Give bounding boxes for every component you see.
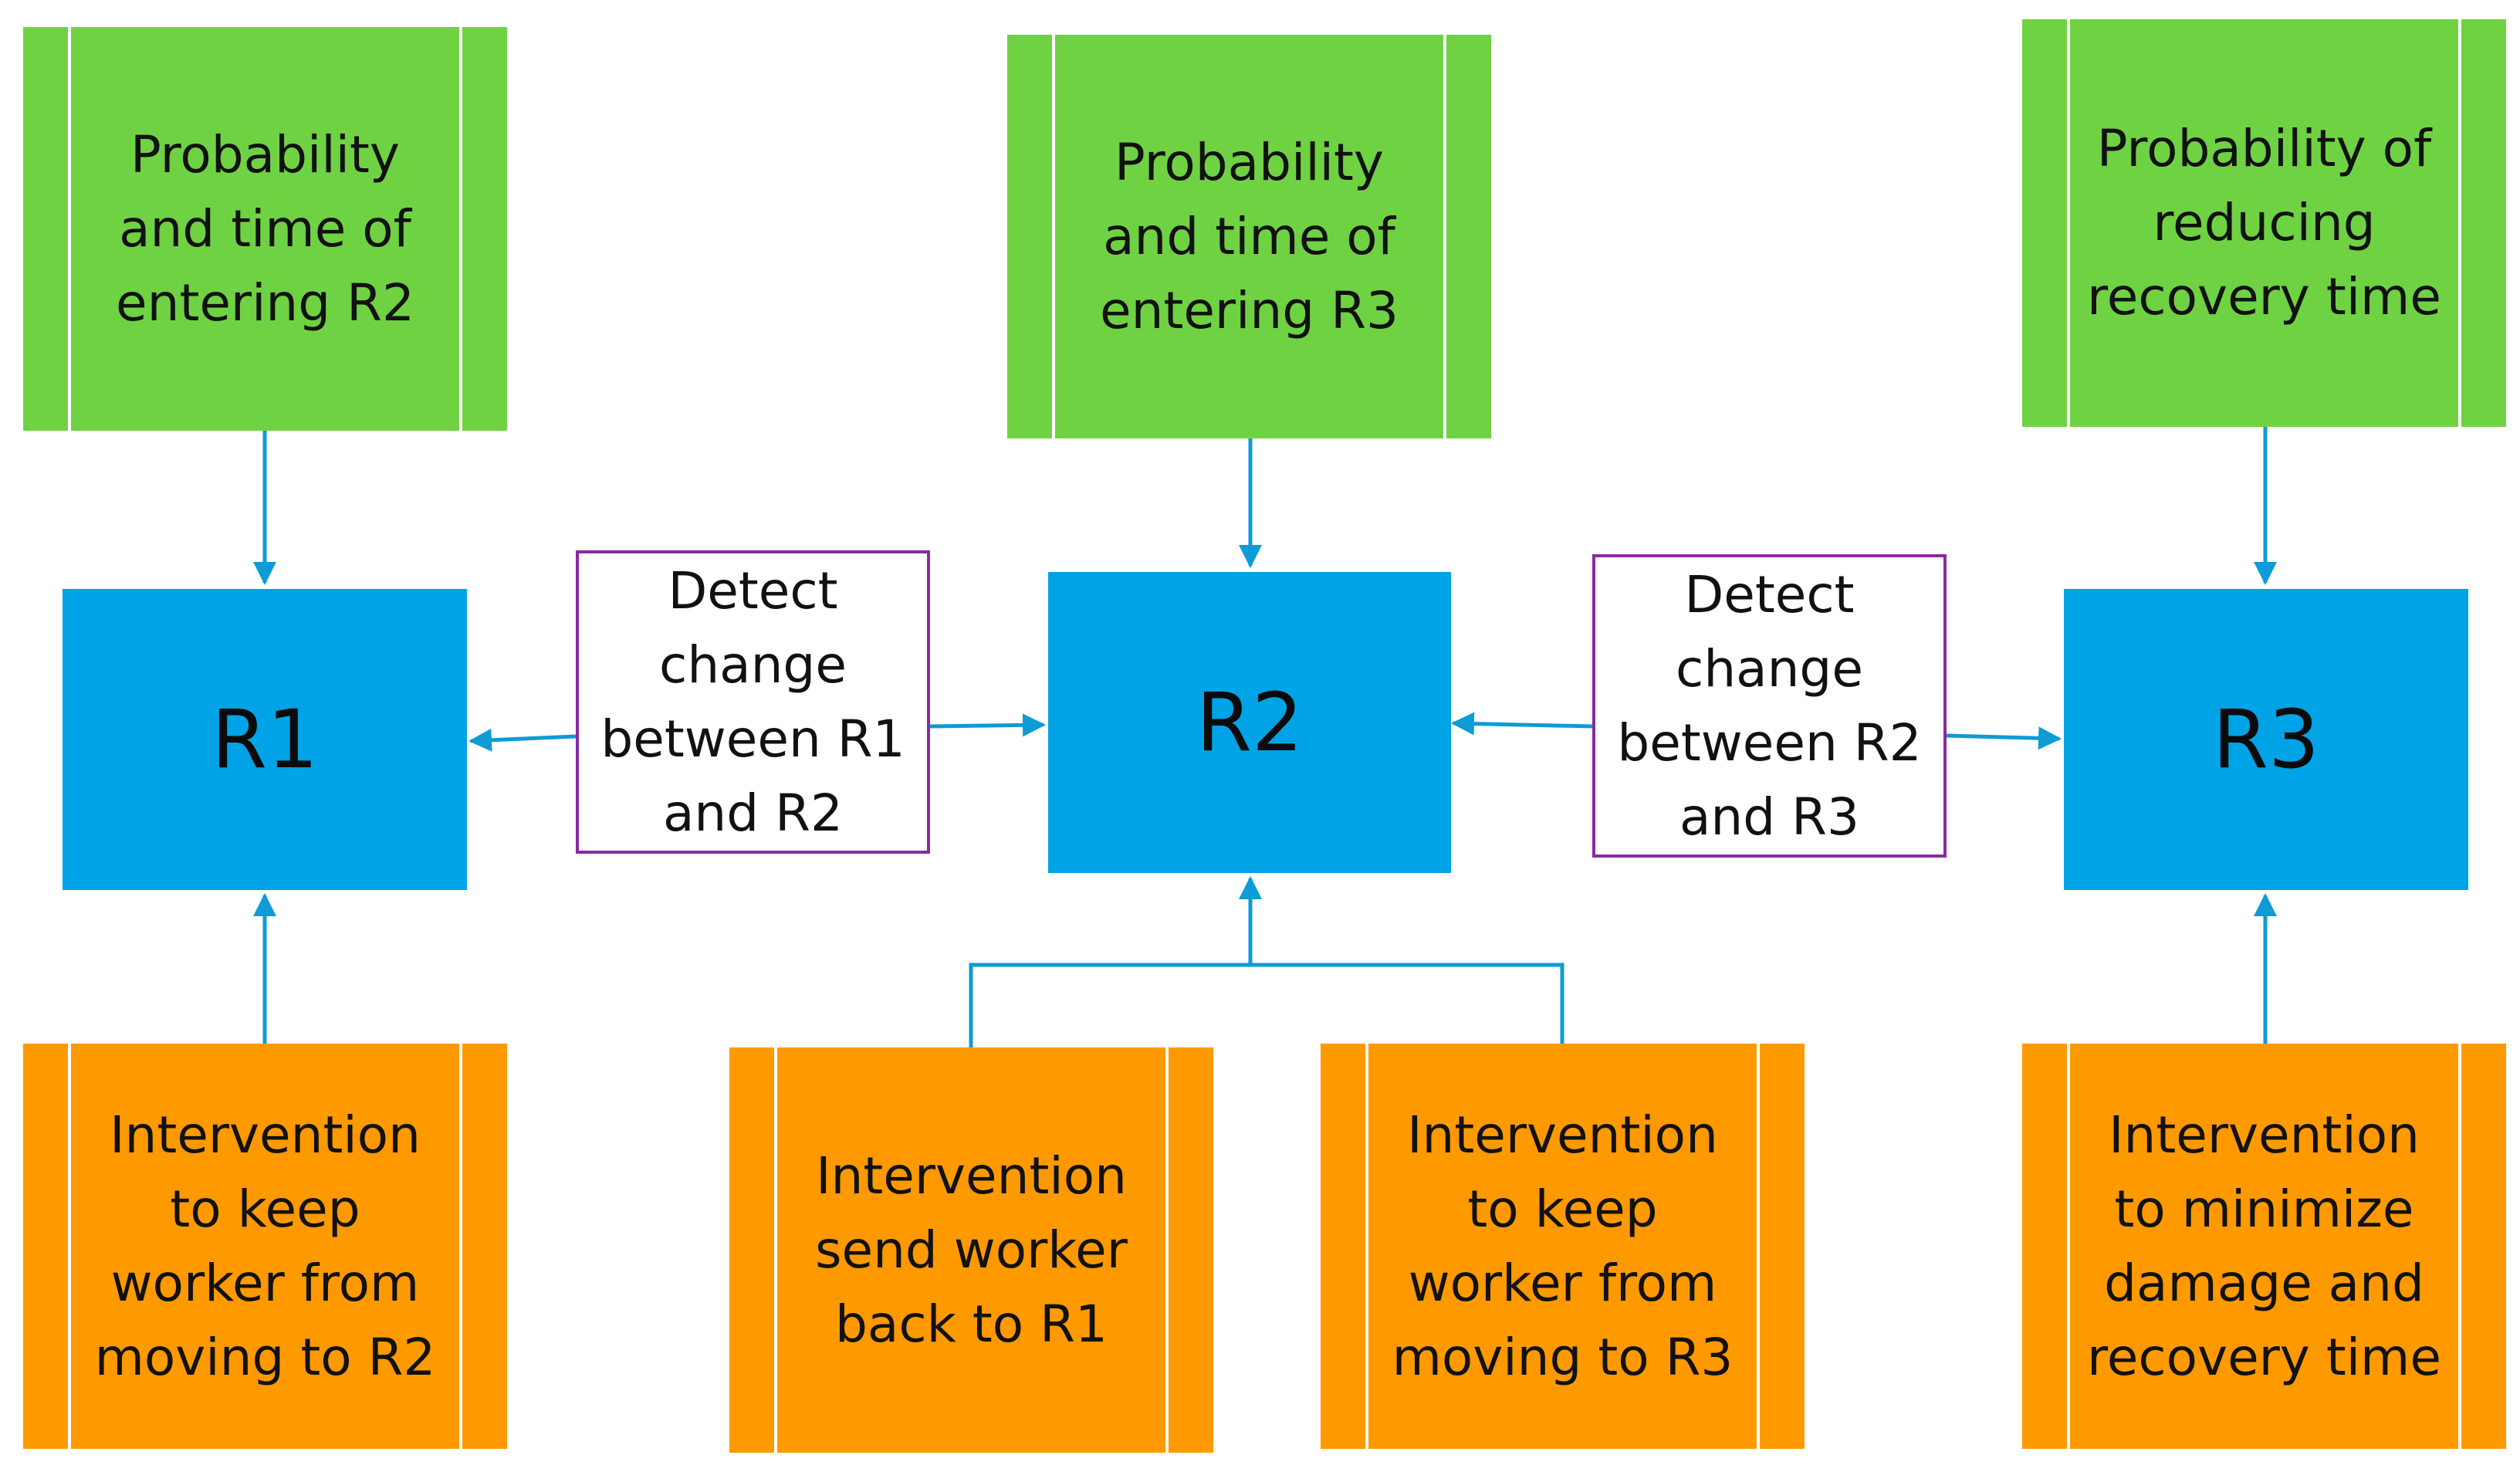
intervention-label-minimize: Intervention to minimize damage and reco… (2087, 1105, 2441, 1387)
arrow-detect1-to-r1 (468, 728, 577, 752)
region-label-r1: R1 (211, 692, 319, 787)
region-box-r1: R1 (63, 589, 467, 890)
detect-label-r1-r2: Detect change between R1 and R2 (600, 560, 905, 843)
process-stripe-left (774, 1047, 777, 1453)
factor-box-recovery: Probability of reducing recovery time (2022, 19, 2506, 427)
process-stripe-right (1165, 1047, 1169, 1453)
arrow-detect2-to-r3 (1946, 726, 2062, 750)
process-stripe-left (2067, 1044, 2070, 1449)
intervention-label-keep-r3: Intervention to keep worker from moving … (1392, 1105, 1734, 1387)
detect-label-r2-r3: Detect change between R2 and R3 (1617, 564, 1922, 847)
process-stripe-left (1365, 1044, 1368, 1449)
intervention-box-keep-r3: Intervention to keep worker from moving … (1321, 1044, 1805, 1449)
factor-box-r3-entry: Probability and time of entering R3 (1007, 35, 1491, 438)
intervention-box-keep-r2: Intervention to keep worker from moving … (23, 1044, 507, 1449)
factor-box-r2-entry: Probability and time of entering R2 (23, 27, 507, 431)
process-stripe-right (1443, 35, 1446, 438)
process-stripe-right (1757, 1044, 1760, 1449)
intervention-box-send-back: Intervention send worker back to R1 (729, 1047, 1213, 1453)
detect-box-r1-r2: Detect change between R1 and R2 (576, 550, 930, 854)
process-stripe-left (2067, 19, 2070, 427)
region-label-r2: R2 (1196, 675, 1304, 770)
intervention-label-keep-r2: Intervention to keep worker from moving … (94, 1105, 436, 1387)
arrow-detect1-to-r2 (929, 713, 1046, 737)
process-stripe-right (459, 1044, 462, 1449)
process-stripe-right (2458, 1044, 2461, 1449)
region-box-r2: R2 (1048, 572, 1451, 873)
intervention-label-send-back: Intervention send worker back to R1 (815, 1145, 1128, 1354)
intervention-box-minimize: Intervention to minimize damage and reco… (2022, 1044, 2506, 1449)
connector-keep-r3 (1250, 963, 1564, 1044)
process-stripe-left (68, 1044, 71, 1449)
process-stripe-right (459, 27, 462, 431)
region-label-r3: R3 (2212, 692, 2320, 787)
process-stripe-left (68, 27, 71, 431)
connector-send-back (969, 963, 1250, 1047)
detect-box-r2-r3: Detect change between R2 and R3 (1592, 554, 1947, 858)
factor-label-r2-entry: Probability and time of entering R2 (116, 124, 414, 333)
factor-label-r3-entry: Probability and time of entering R3 (1100, 132, 1399, 340)
process-stripe-right (2458, 19, 2461, 427)
process-stripe-left (1052, 35, 1055, 438)
factor-label-recovery: Probability of reducing recovery time (2087, 119, 2441, 327)
arrow-detect2-to-r2 (1451, 712, 1593, 736)
region-box-r3: R3 (2064, 589, 2468, 890)
